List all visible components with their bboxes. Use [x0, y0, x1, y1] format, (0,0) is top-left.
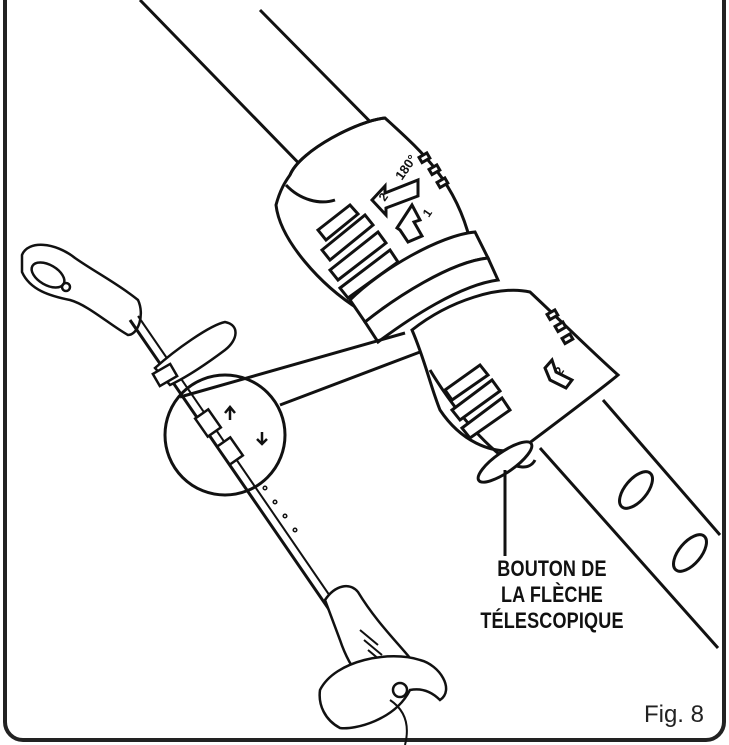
- lower-collar-grips: [442, 362, 513, 441]
- telescopic-button-callout: BOUTON DE LA FLÈCHE TÉLESCOPIQUE: [470, 556, 634, 634]
- callout-line-2: LA FLÈCHE: [500, 582, 604, 607]
- callout-line-1: BOUTON DE: [497, 556, 607, 581]
- shaft-lower: [538, 399, 722, 649]
- shaft-slots: [618, 470, 708, 573]
- callout-line-3: TÉLESCOPIQUE: [480, 608, 624, 633]
- trimmer-overview: [20, 243, 448, 745]
- lower-collar: [410, 288, 621, 484]
- upper-collar: [274, 116, 501, 345]
- figure-label: Fig. 8: [643, 701, 704, 728]
- magnifier: [163, 331, 421, 497]
- figure-border: [3, 0, 726, 742]
